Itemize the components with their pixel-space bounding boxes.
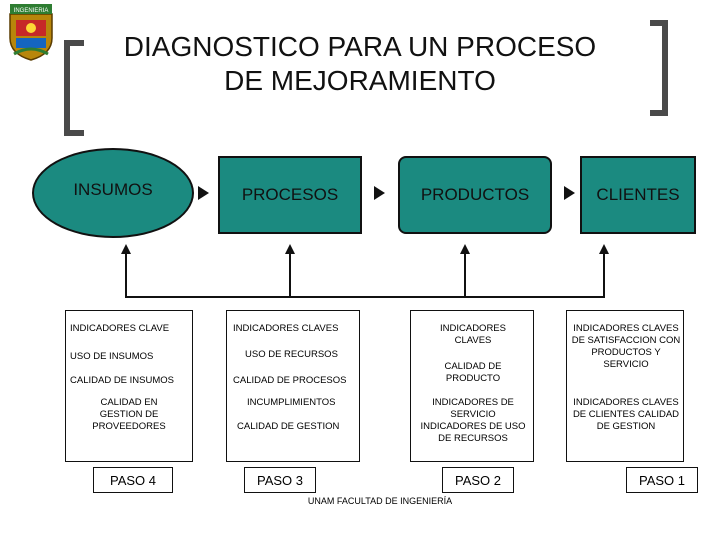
feedback-v-procesos bbox=[289, 252, 291, 298]
arrow-2 bbox=[374, 186, 385, 200]
list-item: INDICADORES CLAVES DE SATISFACCION CON P… bbox=[571, 323, 681, 370]
list-item: INDICADORES DE SERVICIO INDICADORES DE U… bbox=[420, 397, 526, 444]
step-2: PASO 2 bbox=[442, 467, 514, 493]
arrow-1 bbox=[198, 186, 209, 200]
right-bracket bbox=[650, 20, 668, 116]
clientes-indicators: INDICADORES CLAVES DE SATISFACCION CON P… bbox=[566, 310, 684, 462]
feedback-arrow-clientes bbox=[599, 244, 609, 254]
list-item: INDICADORES CLAVES DE CLIENTES CALIDAD D… bbox=[572, 397, 680, 432]
step-4: PASO 4 bbox=[93, 467, 173, 493]
page-title: DIAGNOSTICO PARA UN PROCESO DE MEJORAMIE… bbox=[123, 31, 597, 96]
productos-node: PRODUCTOS bbox=[398, 156, 552, 234]
list-item: INDICADORES CLAVES bbox=[440, 323, 506, 346]
unam-engineering-logo: INGENIERIA bbox=[6, 4, 56, 62]
feedback-horizontal bbox=[125, 296, 605, 298]
list-item: INCUMPLIMIENTOS bbox=[247, 397, 336, 408]
list-item: CALIDAD DE INSUMOS bbox=[70, 375, 174, 386]
feedback-arrow-productos bbox=[460, 244, 470, 254]
clientes-label: CLIENTES bbox=[596, 185, 680, 204]
procesos-indicators: INDICADORES CLAVES USO DE RECURSOS CALID… bbox=[226, 310, 360, 462]
feedback-v-clientes bbox=[603, 252, 605, 298]
list-item: CALIDAD DE PROCESOS bbox=[233, 375, 347, 386]
feedback-v-productos bbox=[464, 252, 466, 298]
step-3: PASO 3 bbox=[244, 467, 316, 493]
list-item: INDICADORES CLAVES bbox=[233, 323, 339, 334]
insumos-node: INSUMOS bbox=[32, 148, 194, 238]
list-item: CALIDAD EN GESTION DE PROVEEDORES bbox=[92, 397, 166, 432]
productos-label: PRODUCTOS bbox=[420, 185, 530, 204]
list-item: INDICADORES CLAVE bbox=[70, 323, 170, 334]
list-item: USO DE RECURSOS bbox=[245, 349, 338, 360]
logo-text: INGENIERIA bbox=[14, 8, 49, 14]
clientes-node: CLIENTES bbox=[580, 156, 696, 234]
list-item: USO DE INSUMOS bbox=[70, 351, 154, 362]
insumos-label: INSUMOS bbox=[73, 180, 153, 199]
step-1: PASO 1 bbox=[626, 467, 698, 493]
feedback-arrow-procesos bbox=[285, 244, 295, 254]
list-item: CALIDAD DE GESTION bbox=[237, 421, 340, 432]
list-item: CALIDAD DE PRODUCTO bbox=[444, 361, 502, 384]
insumos-indicators: INDICADORES CLAVE USO DE INSUMOS CALIDAD… bbox=[65, 310, 193, 462]
arrow-3 bbox=[564, 186, 575, 200]
procesos-label: PROCESOS bbox=[241, 185, 339, 204]
left-bracket bbox=[64, 40, 84, 136]
productos-indicators: INDICADORES CLAVES CALIDAD DE PRODUCTO I… bbox=[410, 310, 534, 462]
feedback-v-insumos bbox=[125, 252, 127, 298]
procesos-node: PROCESOS bbox=[218, 156, 362, 234]
footer-credit: UNAM FACULTAD DE INGENIERÍA bbox=[307, 496, 453, 506]
feedback-arrow-insumos bbox=[121, 244, 131, 254]
